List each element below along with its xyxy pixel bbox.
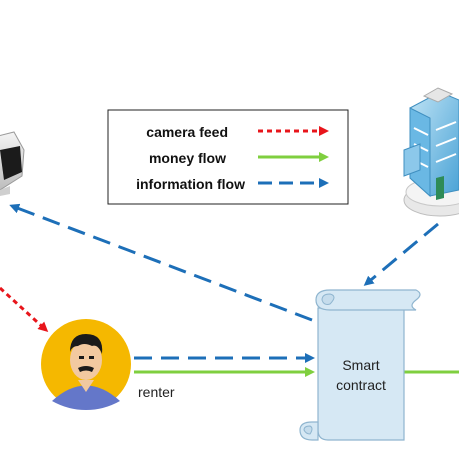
renter-avatar — [41, 319, 131, 410]
smart-contract-label-line1: Smart — [342, 357, 379, 373]
legend-label-camera-feed: camera feed — [146, 124, 228, 140]
renter-label: renter — [138, 384, 175, 400]
info-arrow-building-to-contract — [363, 222, 439, 286]
legend-label-information-flow: information flow — [136, 176, 245, 192]
smart-contract-scroll — [299, 289, 421, 441]
smart-contract-label-line2: contract — [336, 377, 386, 393]
legend-label-money-flow: money flow — [149, 150, 226, 166]
info-arrow-contract-to-camera — [9, 203, 313, 322]
legend: camera feed money flow information flow — [107, 109, 349, 205]
camera-feed-arrow-to-renter — [0, 286, 49, 333]
building-icon — [403, 87, 459, 217]
camera-icon — [0, 131, 25, 196]
